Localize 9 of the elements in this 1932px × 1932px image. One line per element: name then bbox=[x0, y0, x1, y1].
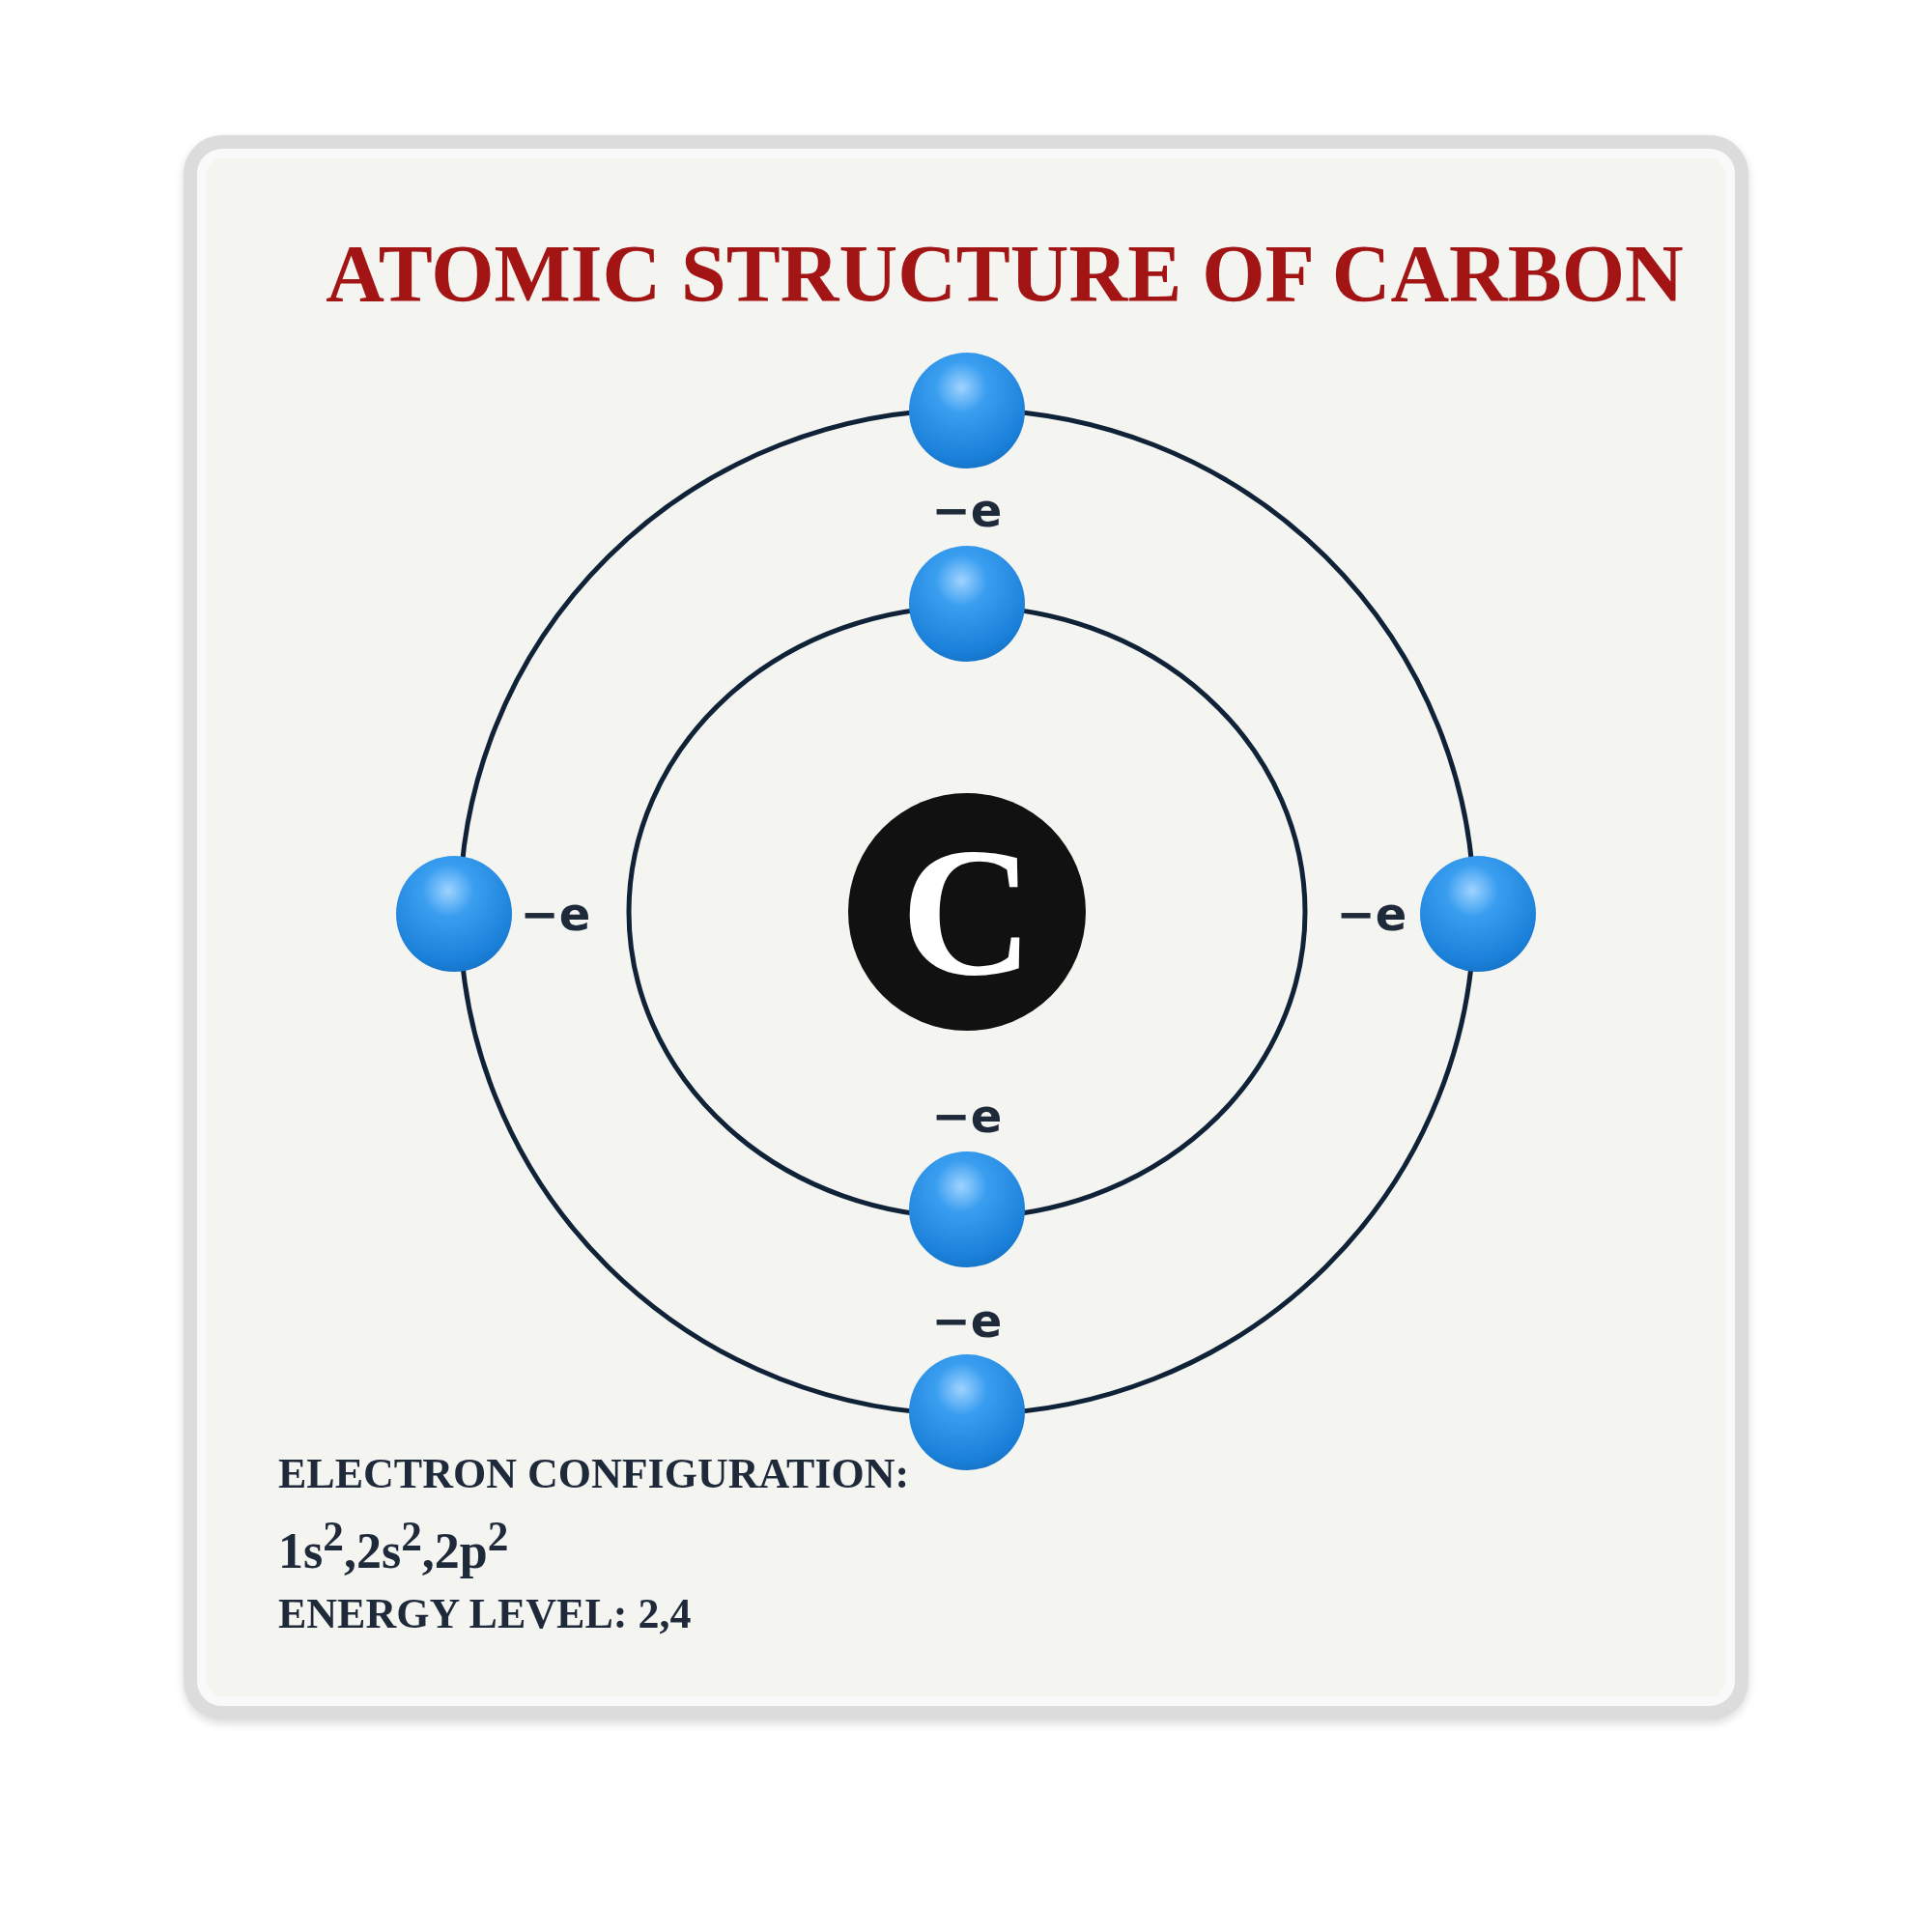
charge-label: −e bbox=[931, 1293, 1003, 1348]
charge-label: −e bbox=[931, 483, 1003, 537]
charge-label: −e bbox=[520, 887, 591, 941]
title: ATOMIC STRUCTURE OF CARBON bbox=[325, 228, 1685, 321]
charge-label: −e bbox=[931, 1089, 1003, 1143]
charge-label: −e bbox=[1336, 887, 1407, 941]
info-text: ENERGY LEVEL: 2,4 bbox=[278, 1589, 692, 1638]
info-text: ELECTRON CONFIGURATION: bbox=[278, 1449, 910, 1498]
info-text: 1s$^{2}$,2s$^{2}$,2p$^{2}$ bbox=[278, 1512, 509, 1580]
